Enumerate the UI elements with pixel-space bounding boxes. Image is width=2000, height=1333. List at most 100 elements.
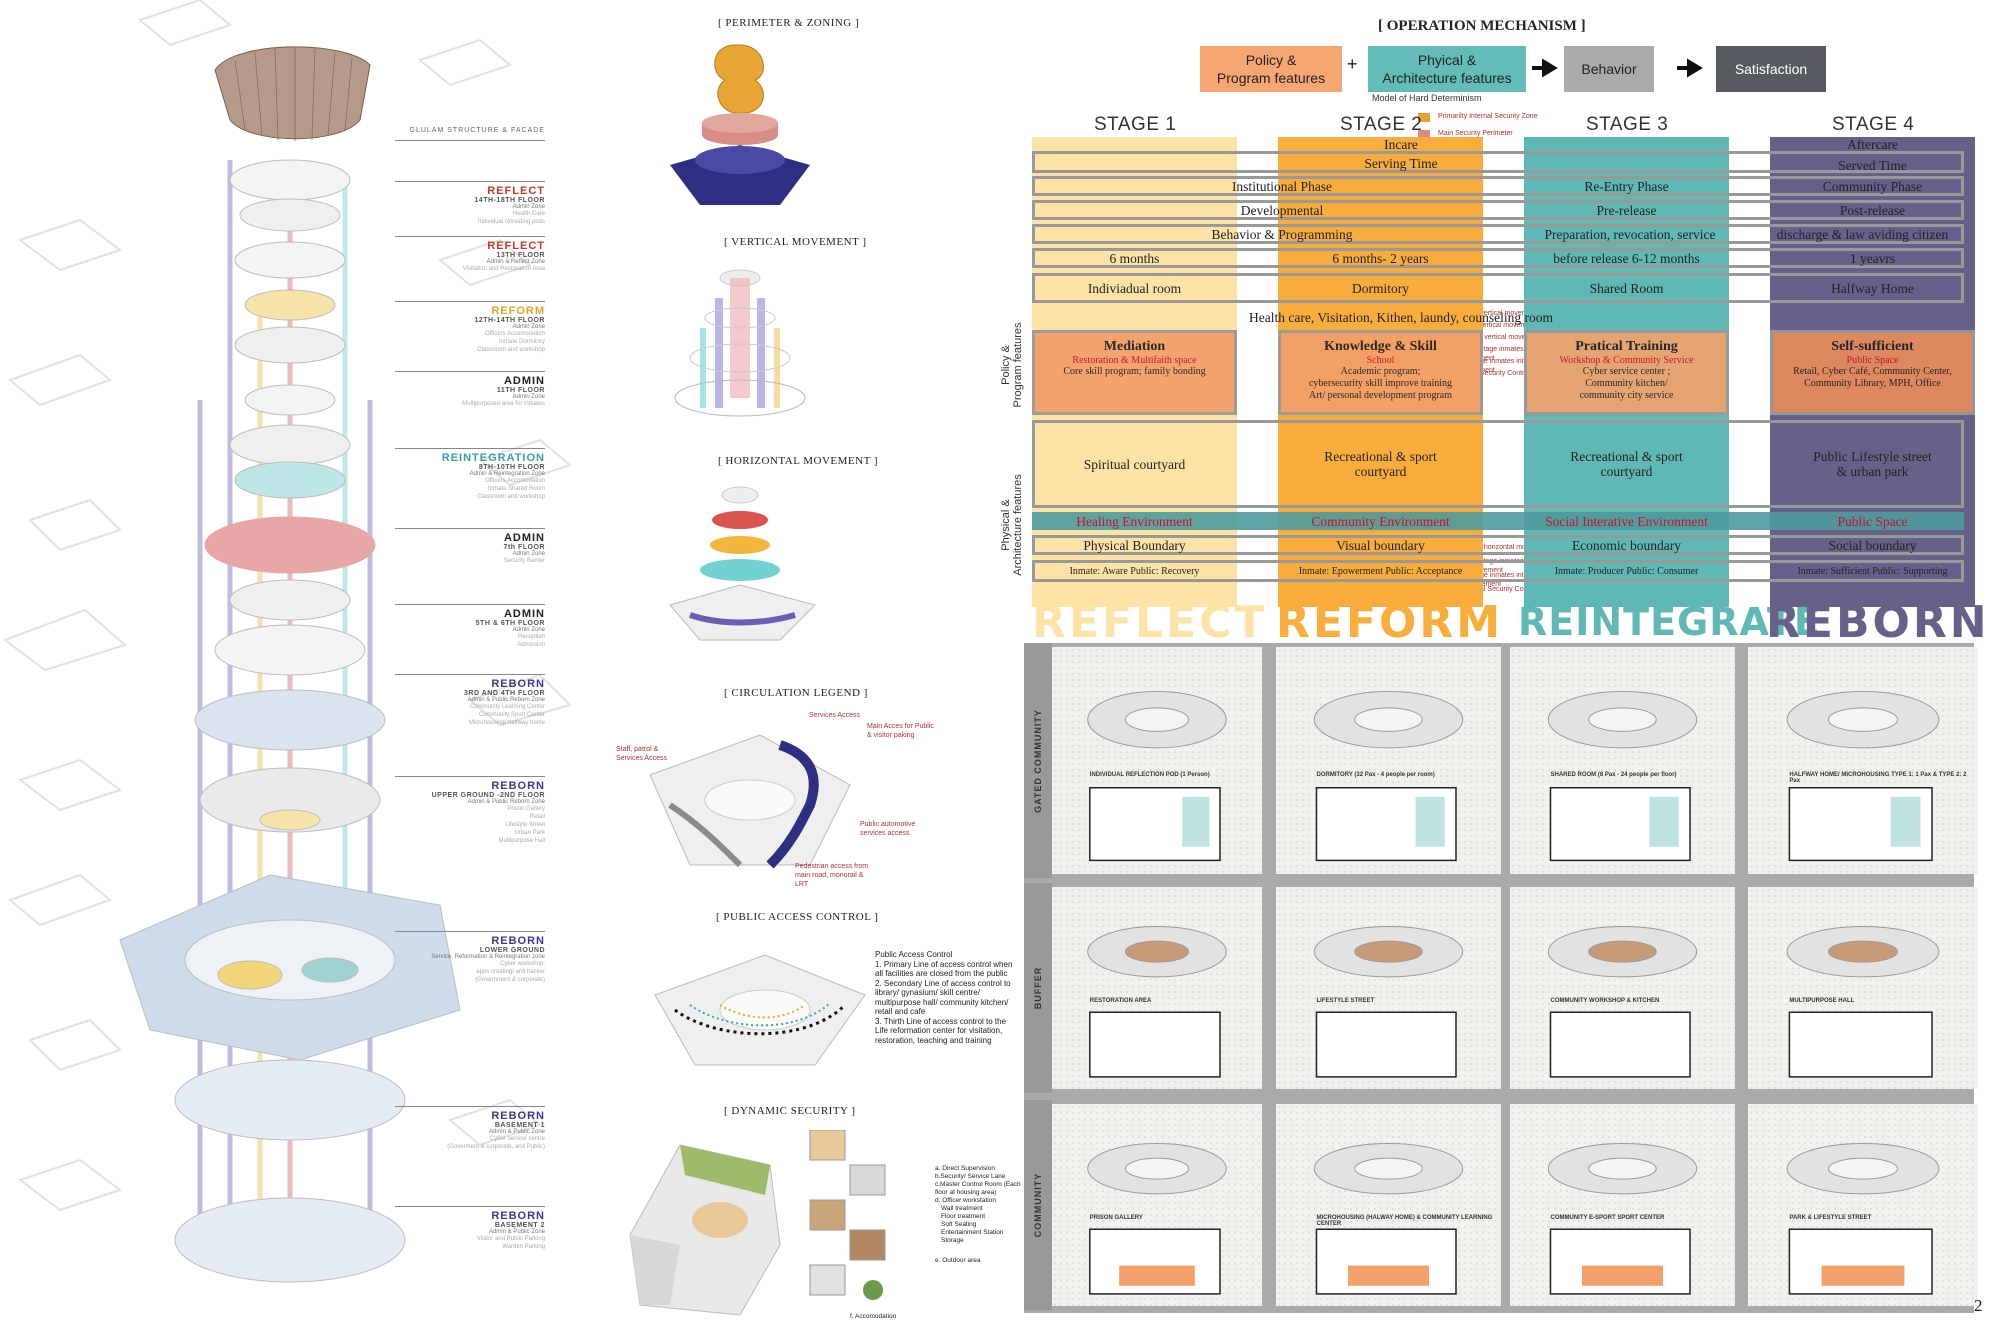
perimeter-drawing — [670, 44, 810, 205]
legend-label: Main Vertival Security Control — [1438, 370, 1530, 377]
space-tile: PRISON GALLERY — [1052, 1104, 1262, 1306]
tile-caption: INDIVIDUAL REFLECTION POD (1 Person) — [1089, 771, 1210, 778]
table-cell: before release 6-12 months — [1553, 250, 1700, 266]
program-space: Public Space — [1846, 355, 1899, 366]
table-row — [1032, 535, 1964, 555]
leader-line — [395, 776, 545, 777]
grid-row-tab: COMMUNITY — [1024, 1100, 1052, 1310]
floor-desc: Cyber service centre (Goverment & corpor… — [447, 1136, 545, 1150]
space-tile: LIFESTYLE STREET — [1276, 887, 1501, 1089]
grid-row-label: COMMUNITY — [1033, 1172, 1043, 1238]
legend-swatch — [1418, 113, 1430, 122]
program-space: School — [1366, 355, 1395, 366]
public-access-item: 3. Thirth Line of access control to the … — [875, 1016, 1007, 1045]
table-row — [1032, 176, 1964, 196]
floor-zone: Admin & Reflect Zone — [486, 259, 545, 265]
program-space: Restoration & Multifaith space — [1072, 355, 1197, 366]
program-desc: Cyber service center ; Community kitchen… — [1579, 366, 1674, 401]
program-title: Knowledge & Skill — [1324, 339, 1437, 354]
inmate-public-cell: Inmate: Sufficient Public: Supporting — [1797, 565, 1948, 577]
floor-zone: Admin & Public Zone — [488, 1229, 545, 1235]
table-row — [1032, 248, 1964, 268]
dynamic-item: e. Outdoor area — [935, 1257, 981, 1264]
dynamic-item: Soft Seating — [941, 1221, 977, 1228]
tile-caption: COMMUNITY WORKSHOP & KITCHEN — [1550, 998, 1660, 1005]
arrow-right-icon — [1532, 58, 1558, 78]
arrow-right-icon — [1677, 58, 1703, 78]
floor-title: REBORN — [491, 1110, 545, 1122]
space-cell: Spiritual courtyard — [1083, 456, 1186, 472]
circ-note-services: Services Access — [809, 712, 860, 719]
floor-zone: Admin Zone — [512, 627, 545, 633]
tile-drawing — [1313, 925, 1464, 1078]
floor-title: REFLECT — [487, 185, 545, 197]
grid-row-label: GATED COMMUNITY — [1033, 708, 1043, 813]
program-title: Mediation — [1103, 339, 1166, 354]
space-cell: Recreational & sport courtyard — [1570, 449, 1683, 479]
stage-wordmark: REINTEGRATE — [1518, 600, 1821, 644]
horizontal-title: [ HORIZONTAL MOVEMENT ] — [718, 455, 879, 467]
table-cell: Behavior & Programming — [1211, 226, 1353, 242]
leader-line — [395, 604, 545, 605]
floor-desc: Officers Accomodation Inmate Shared Room… — [477, 478, 545, 500]
floor-desc: Officers Accomodation Inmate Dormitory C… — [477, 331, 545, 353]
circ-note-auto: Public automotive services access — [860, 821, 916, 837]
legend-label: Public internal horizontal movement — [1438, 544, 1549, 551]
floor-zone: Admin & Public Zone — [488, 1129, 545, 1135]
inmate-public-cell: Inmate: Epowerment Public: Acceptance — [1298, 565, 1463, 577]
floor-level: 14TH-18TH FLOOR — [474, 197, 545, 204]
dynamic-icons — [809, 1130, 886, 1300]
floor-title: ADMIN — [503, 532, 545, 544]
table-row — [1032, 420, 1964, 508]
table-row — [1032, 200, 1964, 220]
space-cell: Public Lifestyle street & urban park — [1813, 449, 1932, 479]
environment-band — [1032, 512, 1964, 530]
program-desc: Core skill program; family bonding — [1063, 366, 1206, 377]
row-health: Health care, Visitation, Kithen, laundy,… — [1249, 309, 1553, 325]
dynamic-item: a. Direct Supervision — [935, 1165, 995, 1172]
leader-line — [395, 236, 545, 237]
floor-level: UPPER GROUND -2ND FLOOR — [431, 792, 545, 799]
floor-title: REBORN — [491, 1210, 545, 1222]
space-tile: HALFWAY HOME/ MICROHOUSING TYPE 1: 1 Pax… — [1748, 647, 1978, 874]
vertical-title: [ VERTICAL MOVEMENT ] — [724, 236, 867, 248]
floor-level: BASEMENT 1 — [494, 1122, 545, 1129]
floor-title: REFORM — [491, 305, 545, 317]
tile-drawing — [1087, 690, 1227, 862]
table-cell: Re-Entry Phase — [1584, 178, 1669, 194]
physical-box: Phyical & Architecture features — [1368, 46, 1526, 92]
tower-drawing — [2, 0, 573, 1283]
tile-caption: PARK & LIFESTYLE STREET — [1789, 1215, 1872, 1222]
circulation-drawing — [649, 734, 851, 869]
tile-drawing — [1786, 1142, 1940, 1295]
tile-drawing — [1313, 1142, 1464, 1295]
table-row — [1032, 273, 1964, 303]
public-access-heading: Public Access Control — [875, 950, 953, 959]
floor-level: LOWER GROUND — [479, 947, 545, 954]
program-title: Pratical Training — [1575, 339, 1678, 354]
floor-title: ADMIN — [503, 608, 545, 620]
tile-drawing — [1786, 690, 1940, 862]
tile-drawing — [1087, 925, 1227, 1078]
floor-title: REBORN — [491, 678, 545, 690]
program-desc: Retail, Cyber Café, Community Center, Co… — [1793, 366, 1952, 389]
row-incare: Incare — [1384, 136, 1418, 152]
stage-heading: STAGE 3 — [1586, 114, 1669, 135]
floor-title: ADMIN — [503, 375, 545, 387]
table-row — [1032, 560, 1964, 582]
floor-level: 13TH FLOOR — [496, 252, 545, 259]
floor-desc: Reception Admission — [517, 634, 545, 648]
dynamic-item: Storage — [941, 1237, 964, 1244]
floor-zone: Admin & Public Reborn Zone — [467, 799, 545, 805]
tile-drawing — [1547, 925, 1698, 1078]
leader-line — [395, 674, 545, 675]
dynamic-item: d. Officer workstation — [935, 1197, 996, 1204]
space-tile: PARK & LIFESTYLE STREET — [1748, 1104, 1978, 1306]
inmate-public-cell: Inmate: Producer Public: Consumer — [1554, 565, 1699, 577]
table-cell: Community Phase — [1822, 178, 1923, 194]
floor-title: REFLECT — [487, 240, 545, 252]
table-cell: Shared Room — [1589, 280, 1664, 296]
